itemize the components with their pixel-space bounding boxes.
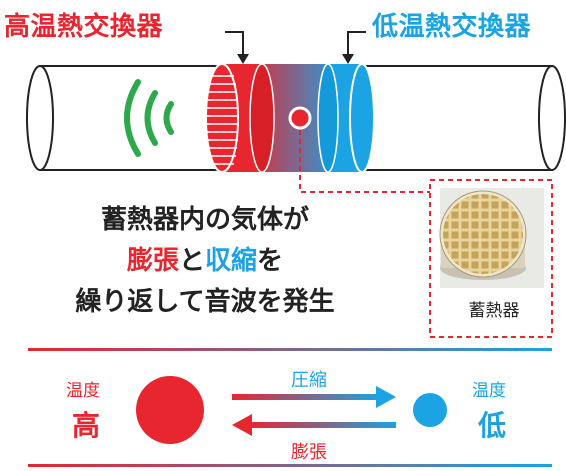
regenerator-callout-box (429, 179, 553, 338)
sound-wave-icon (124, 79, 174, 157)
cold-heat-exchanger-title: 低温熱交換器 (372, 12, 532, 42)
hot-gas-circle (136, 376, 204, 444)
cold-title-leader (347, 31, 366, 56)
explanation-text: 蓄熱器内の気体が 膨張と収縮を 繰り返して音波を発生 (40, 200, 370, 323)
explanation-line-1: 蓄熱器内の気体が (100, 205, 309, 235)
hot-temperature-label: 温度 (66, 381, 100, 401)
callout-leader (299, 130, 430, 193)
hot-heat-exchanger-title: 高温熱交換器 (4, 12, 164, 42)
cold-temperature-label: 温度 (472, 381, 506, 401)
expand-word: 膨張 (126, 246, 179, 276)
explanation-line-3: 繰り返して音波を発生 (75, 287, 335, 317)
wo-particle: を (257, 246, 284, 276)
cold-gas-circle (413, 393, 447, 427)
cold-heat-exchanger (317, 63, 375, 173)
cold-title-leader-arrow (342, 54, 354, 64)
compress-arrow (232, 386, 396, 408)
and-word: と (178, 246, 205, 276)
regenerator-label: 蓄熱器 (468, 301, 520, 321)
gas-parcel-dot (288, 106, 312, 130)
regenerator-photo (439, 188, 544, 288)
compress-word: 収縮 (205, 246, 258, 276)
expand-label: 膨張 (291, 442, 327, 463)
bottom-gradient-divider (28, 464, 552, 467)
expand-arrow (232, 414, 396, 436)
compress-label: 圧縮 (291, 370, 327, 391)
hot-title-leader-arrow (237, 54, 249, 64)
hot-temperature-value: 高 (72, 409, 101, 442)
top-gradient-divider (28, 348, 552, 351)
cold-temperature-value: 低 (478, 409, 507, 442)
hot-heat-exchanger (205, 63, 275, 173)
hot-title-leader (225, 31, 244, 56)
explanation-line-2: 膨張と収縮を (40, 241, 370, 282)
